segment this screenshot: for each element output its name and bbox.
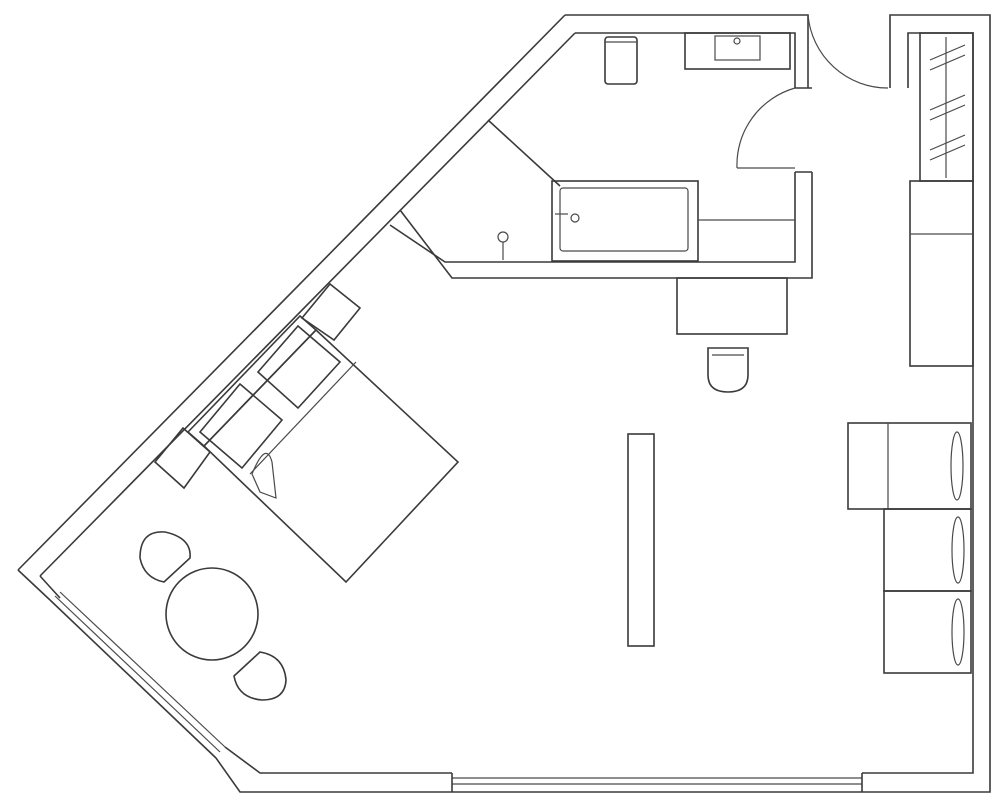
washbasin-drain xyxy=(733,37,741,45)
wall-top-right-inner xyxy=(862,32,974,774)
wall-west-inner xyxy=(39,575,61,599)
desk xyxy=(676,277,788,335)
bathroom-fixtures xyxy=(497,32,795,262)
wall-sw-corner xyxy=(215,757,452,793)
chair-lower xyxy=(233,651,287,701)
hanger-4 xyxy=(929,104,966,121)
bath-wall-inner xyxy=(389,172,796,263)
bathtub xyxy=(551,180,699,262)
bath-door-swing xyxy=(736,87,796,169)
side-cabinet-body xyxy=(909,180,974,367)
wall-diagonal-inner xyxy=(39,32,576,577)
sofa-seat-1 xyxy=(883,508,972,592)
chair-upper xyxy=(139,531,191,583)
window-sw-line2 xyxy=(54,595,221,753)
sofa-cushion-2 xyxy=(951,598,965,666)
hanger-2 xyxy=(929,54,966,71)
wall-top-left xyxy=(565,14,809,32)
shower-head xyxy=(497,231,509,243)
dining-group xyxy=(139,531,287,701)
bed-duvet-corner xyxy=(251,452,277,499)
hanger-1 xyxy=(929,44,966,61)
wall-diagonal-outer xyxy=(17,14,566,571)
wardrobe xyxy=(919,32,974,182)
hanger-5 xyxy=(929,134,966,151)
bed-mattress xyxy=(202,328,460,584)
entry-door xyxy=(807,14,889,89)
sofa-cushion-1 xyxy=(951,516,965,584)
washbasin xyxy=(684,32,791,70)
armchair xyxy=(847,422,972,510)
bed-headboard xyxy=(186,314,318,448)
side-cabinet xyxy=(909,180,974,367)
bath-wall-outer xyxy=(399,172,813,279)
bathroom-walls xyxy=(389,32,813,279)
pillow-lower xyxy=(198,382,284,470)
bed-group xyxy=(153,282,460,584)
washbasin-bowl xyxy=(714,35,761,61)
armchair-cushion xyxy=(950,431,964,501)
wall-sw-corner-inner xyxy=(224,746,452,774)
bathtub-inner xyxy=(559,187,689,252)
bathtub-drain xyxy=(570,213,580,223)
wall-top-left-inner xyxy=(575,32,796,88)
nightstand-lower xyxy=(153,426,212,490)
entry-door-swing xyxy=(807,14,889,89)
round-table xyxy=(165,567,259,661)
desk-area xyxy=(676,277,788,393)
bed-duvet-fold xyxy=(249,361,357,475)
sofa-seat-2 xyxy=(883,590,972,674)
bath-wall-diag xyxy=(487,119,561,187)
tv-console xyxy=(627,433,655,647)
wall-west-outer xyxy=(17,569,51,601)
window-sw-line1 xyxy=(49,599,217,759)
nightstand-upper xyxy=(300,282,362,342)
exterior-walls xyxy=(17,14,991,793)
pillow-upper xyxy=(256,324,342,410)
sofa xyxy=(847,422,972,674)
wall-top-right xyxy=(862,14,991,793)
hanger-6 xyxy=(929,144,966,161)
hanger-3 xyxy=(929,94,966,111)
toilet xyxy=(604,36,638,85)
bathroom-door xyxy=(736,87,796,169)
desk-chair xyxy=(707,347,749,393)
armchair-back xyxy=(887,422,972,510)
window-sw-line3 xyxy=(59,591,226,748)
